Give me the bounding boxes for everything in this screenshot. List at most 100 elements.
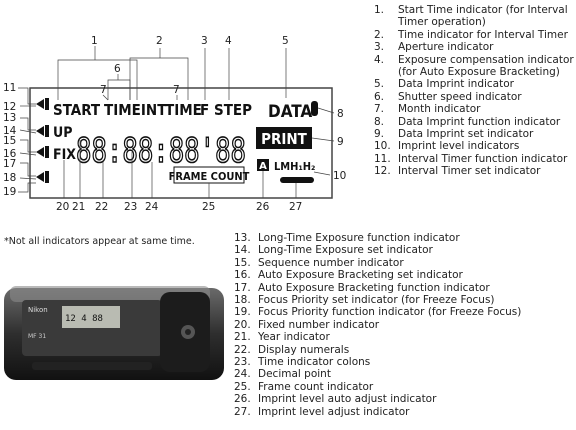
legend-item-text: Decimal point <box>258 368 331 381</box>
legend-item-text: Focus Priority set indicator (for Freeze… <box>258 294 495 307</box>
level-adjust-bar <box>280 177 314 183</box>
lcd-fix-label: FIX <box>53 147 76 163</box>
legend-item-number: 27. <box>234 405 251 418</box>
legend-item: 22. Display numerals <box>234 344 574 356</box>
lcd-time-label: TIME <box>165 101 202 119</box>
callout-15: 15 <box>3 135 16 147</box>
legend-item: 4. Exposure compensation indicator (for A… <box>374 54 574 79</box>
callout-7a: 7 <box>100 84 107 96</box>
callout-7b: 7 <box>173 84 180 96</box>
legend-item-text: Exposure compensation indicator (for Aut… <box>398 53 574 79</box>
callout-14: 14 <box>3 125 17 137</box>
callout-22: 22 <box>95 201 108 213</box>
legend-item-number: 13. <box>234 232 251 244</box>
legend-item-text: Imprint level auto adjust indicator <box>258 393 437 406</box>
callout-12: 12 <box>3 101 16 113</box>
legend-item-number: 3. <box>374 41 385 54</box>
callout-20: 20 <box>56 201 69 213</box>
legend-item-text: Time indicator for Interval Timer <box>398 28 568 41</box>
lcd-display-digits: 88:88:88'88 <box>76 131 246 171</box>
legend-item-text: Long-Time Exposure function indicator <box>258 232 460 244</box>
callout-23: 23 <box>124 201 137 213</box>
lcd-data-label: DATA <box>268 102 312 122</box>
callout-10: 10 <box>333 170 346 182</box>
lcd-up-label: UP <box>53 125 72 141</box>
legend-item-text: Interval Timer set indicator <box>398 165 541 178</box>
legend-item-text: Aperture indicator <box>398 41 494 54</box>
legend-item: 5.Data Imprint indicator <box>374 78 574 90</box>
legend-item-text: Fixed number indicator <box>258 318 380 331</box>
callout-11: 11 <box>3 82 16 94</box>
legend-item-number: 21. <box>234 331 251 344</box>
callout-16: 16 <box>3 148 17 160</box>
legend-item-text: Frame count indicator <box>258 380 374 393</box>
callout-4: 4 <box>225 35 232 47</box>
legend-item: 7. Month indicator <box>374 103 574 115</box>
legend-item: 25. Frame count indicator <box>234 381 574 393</box>
callout-13: 13 <box>3 112 16 124</box>
callout-2: 2 <box>156 35 163 47</box>
photo-slot <box>32 362 152 370</box>
lcd-level-label: LMH₁H₂ <box>274 160 315 173</box>
legend-item: 9. Data Imprint set indicator <box>374 128 574 140</box>
callout-8: 8 <box>337 108 344 120</box>
legend-item: 15.Sequence number indicator <box>234 257 574 269</box>
legend-item-number: 12. <box>374 165 391 178</box>
legend-item-text: Display numerals <box>258 343 350 356</box>
legend-item-text: Data Imprint set indicator <box>398 128 534 141</box>
callout-25: 25 <box>202 201 215 213</box>
legend-item-number: 7. <box>374 103 385 116</box>
legend-item-number: 25. <box>234 380 251 393</box>
legend-item: 21.Year indicator <box>234 331 574 343</box>
legend-item-number: 4. <box>374 53 385 66</box>
legend-item-text: Sequence number indicator <box>258 256 404 269</box>
legend-item-number: 14. <box>234 244 251 257</box>
photo-model: MF 31 <box>28 333 46 340</box>
legend-item-number: 11. <box>374 152 391 165</box>
callout-9: 9 <box>337 136 344 148</box>
callout-5: 5 <box>282 35 289 47</box>
data-function-indicator <box>311 101 318 116</box>
legend-item: 16.Auto Exposure Bracketing set indicato… <box>234 269 574 281</box>
print-indicator-bg <box>256 127 312 149</box>
callout-26: 26 <box>256 201 270 213</box>
legend-item: 12. Interval Timer set indicator <box>374 165 574 177</box>
legend-item: 27.Imprint level adjust indicator <box>234 406 574 418</box>
lcd-auto-label: A <box>259 161 267 172</box>
legend-item-text: Imprint level indicators <box>398 140 520 153</box>
callout-6: 6 <box>114 63 121 75</box>
callout-3: 3 <box>201 35 208 47</box>
camera-back-photo: 12 4 88 Nikon MF 31 <box>4 286 224 380</box>
legend-item-text: Start Time indicator (for Interval Timer… <box>398 4 568 29</box>
legend-list-bottom: 13. Long-Time Exposure function indicator… <box>234 232 574 418</box>
legend-item-number: 22. <box>234 343 251 356</box>
left-indicator-arrows <box>36 99 44 182</box>
legend-item-text: Focus Priority function indicator (for F… <box>258 306 522 319</box>
legend-item: 1.Start Time indicator (for Interval Tim… <box>374 4 574 29</box>
callout-17: 17 <box>3 158 16 170</box>
legend-item-number: 8. <box>374 115 385 128</box>
callout-24: 24 <box>145 201 159 213</box>
legend-item-number: 6. <box>374 90 385 103</box>
photo-lcd <box>62 306 120 328</box>
legend-item-number: 18. <box>234 294 251 307</box>
legend-item: 2.Time indicator for Interval Timer <box>374 29 574 41</box>
lcd-frame-count-label: FRAME COUNT <box>169 170 250 183</box>
legend-item: 26.Imprint level auto adjust indicator <box>234 393 574 405</box>
legend-item-text: Time indicator colons <box>258 356 371 369</box>
leader-lines <box>18 46 335 198</box>
lcd-start-label: START <box>53 101 101 119</box>
left-indicator-bars <box>45 98 49 183</box>
callout-19: 19 <box>3 186 16 198</box>
lcd-print-label: PRINT <box>261 130 308 148</box>
photo-lcd-digits: 12 4 88 <box>65 314 103 324</box>
legend-item-number: 5. <box>374 78 385 91</box>
legend-item: 14.Long-Time Exposure set indicator <box>234 244 574 256</box>
legend-item: 6.Shutter speed indicator <box>374 91 574 103</box>
legend-item-text: Month indicator <box>398 103 481 116</box>
legend-item-number: 9. <box>374 128 385 141</box>
legend-item-number: 24. <box>234 368 251 381</box>
lcd-step-label: STEP <box>214 101 252 119</box>
legend-item: 8.Data Imprint function indicator <box>374 116 574 128</box>
